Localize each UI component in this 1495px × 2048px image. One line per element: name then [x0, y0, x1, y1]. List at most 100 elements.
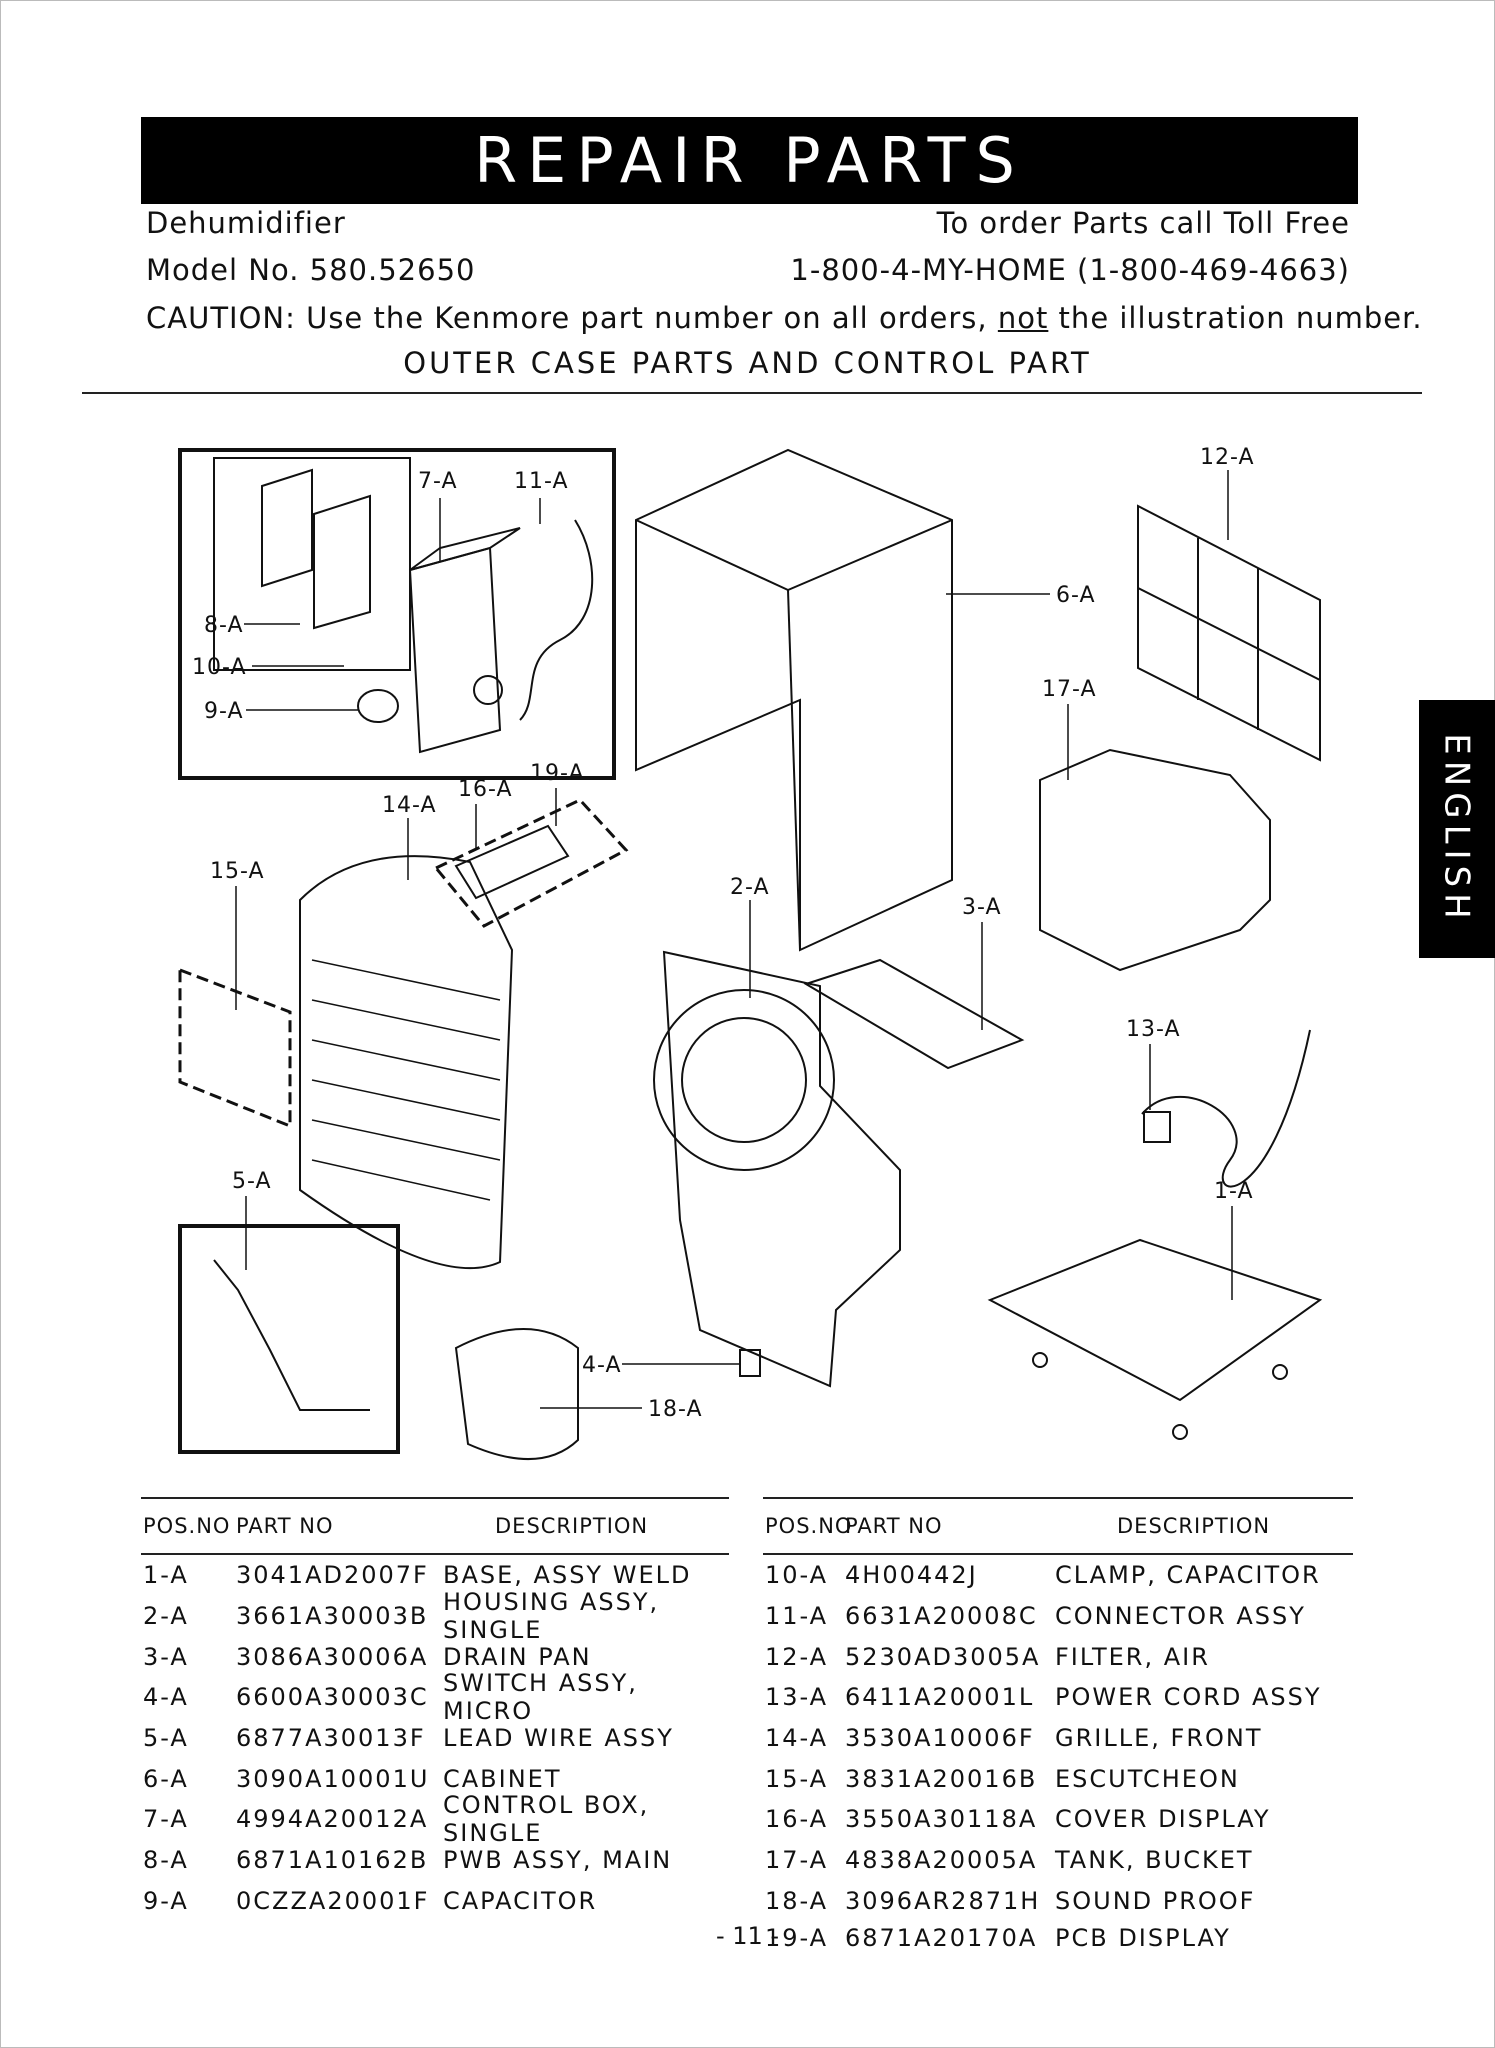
part-no: 4838A20005A	[845, 1846, 1038, 1875]
description: POWER CORD ASSY	[1055, 1683, 1322, 1712]
micro-switch-shape	[739, 1349, 761, 1377]
toll-free-phone: 1-800-4-MY-HOME (1-800-469-4663)	[790, 253, 1350, 287]
base-shape	[987, 1238, 1323, 1402]
pos-no: 16-A	[765, 1805, 829, 1834]
header-part-no: PART NO	[236, 1514, 334, 1538]
table-row: 18-A 3096AR2871H SOUND PROOF	[763, 1881, 1353, 1922]
model-number: Model No. 580.52650	[146, 253, 476, 287]
table-row: 8-A 6871A10162B PWB ASSY, MAIN	[141, 1840, 729, 1881]
callout-19-a: 19-A	[530, 761, 585, 786]
part-no: 4H00442J	[845, 1561, 978, 1590]
control-box-shape	[408, 546, 502, 754]
part-no: 3550A30118A	[845, 1805, 1038, 1834]
power-cord-shape	[1141, 1029, 1311, 1188]
english-side-tab: ENGLISH	[1419, 700, 1495, 958]
front-grille-shape	[299, 855, 514, 1269]
title-text: REPAIR PARTS	[474, 124, 1025, 197]
fan-shroud	[653, 989, 835, 1171]
pos-no: 7-A	[143, 1805, 189, 1834]
part-no: 3041AD2007F	[236, 1561, 429, 1590]
pos-no: 11-A	[765, 1602, 829, 1631]
callout-14-a: 14-A	[382, 793, 437, 818]
part-no: 0CZZA20001F	[236, 1886, 430, 1915]
description: CAPACITOR	[443, 1886, 598, 1915]
escutcheon-inset-frame	[178, 967, 292, 1129]
page-title: REPAIR PARTS	[141, 117, 1358, 204]
description: FILTER, AIR	[1055, 1642, 1210, 1671]
product-name: Dehumidifier	[146, 206, 346, 240]
header-pos-no: POS.NO	[765, 1514, 853, 1538]
pos-no: 13-A	[765, 1683, 829, 1712]
callout-7-a: 7-A	[418, 469, 458, 494]
display-inset-frame	[433, 798, 629, 928]
pos-no: 15-A	[765, 1764, 829, 1793]
sound-proof-shape	[454, 1328, 579, 1460]
part-no: 3090A10001U	[236, 1764, 430, 1793]
table-row: 13-A 6411A20001L POWER CORD ASSY	[763, 1677, 1353, 1718]
pos-no: 18-A	[765, 1886, 829, 1915]
part-no: 6411A20001L	[845, 1683, 1035, 1712]
page-number: - 11 -	[715, 1922, 780, 1950]
header-pos-no: POS.NO	[143, 1514, 231, 1538]
description: PWB ASSY, MAIN	[443, 1846, 673, 1875]
pos-no: 19-A	[765, 1924, 829, 1953]
control-box-top	[409, 527, 521, 571]
callout-2-a: 2-A	[730, 875, 770, 900]
header-description: DESCRIPTION	[1117, 1514, 1271, 1538]
control-box-hole	[473, 675, 503, 705]
callout-1-a: 1-A	[1214, 1179, 1254, 1204]
header-rule	[82, 392, 1422, 394]
part-no: 3661A30003B	[236, 1602, 429, 1631]
description: BASE, ASSY WELD	[443, 1561, 692, 1590]
part-no: 6877A30013F	[236, 1724, 426, 1753]
capacitor-shape	[357, 689, 399, 723]
air-filter-shape	[1137, 504, 1321, 762]
part-no: 6631A20008C	[845, 1602, 1038, 1631]
caution-note: CAUTION: Use the Kenmore part number on …	[146, 301, 1423, 335]
pos-no: 17-A	[765, 1846, 829, 1875]
part-no: 6871A10162B	[236, 1846, 429, 1875]
callout-11-a: 11-A	[514, 469, 569, 494]
callout-5-a: 5-A	[232, 1169, 272, 1194]
callout-4-a: 4-A	[582, 1353, 622, 1378]
part-no: 5230AD3005A	[845, 1642, 1041, 1671]
description: ESCUTCHEON	[1055, 1764, 1240, 1793]
callout-13-a: 13-A	[1126, 1017, 1181, 1042]
description: SWITCH ASSY, MICRO	[443, 1669, 638, 1726]
table-header: POS.NO PART NO DESCRIPTION	[763, 1497, 1353, 1555]
description: LEAD WIRE ASSY	[443, 1724, 674, 1753]
description: HOUSING ASSY, SINGLE	[443, 1588, 660, 1645]
part-no: 6871A20170A	[845, 1924, 1038, 1953]
plug-shape	[1143, 1111, 1171, 1143]
table-row: 5-A 6877A30013F LEAD WIRE ASSY	[141, 1718, 729, 1759]
pos-no: 4-A	[143, 1683, 189, 1712]
pos-no: 5-A	[143, 1724, 189, 1753]
part-no: 3096AR2871H	[845, 1886, 1041, 1915]
pcb-board-rear	[261, 468, 313, 588]
table-header: POS.NO PART NO DESCRIPTION	[141, 1497, 729, 1555]
description: DRAIN PAN	[443, 1642, 592, 1671]
pos-no: 10-A	[765, 1561, 829, 1590]
pos-no: 8-A	[143, 1846, 189, 1875]
callout-3-a: 3-A	[962, 895, 1002, 920]
description: SOUND PROOF	[1055, 1886, 1256, 1915]
callout-8-a: 8-A	[204, 613, 244, 638]
pcb-subframe	[213, 457, 411, 671]
control-box-inset-frame	[178, 448, 616, 780]
header-description: DESCRIPTION	[495, 1514, 649, 1538]
